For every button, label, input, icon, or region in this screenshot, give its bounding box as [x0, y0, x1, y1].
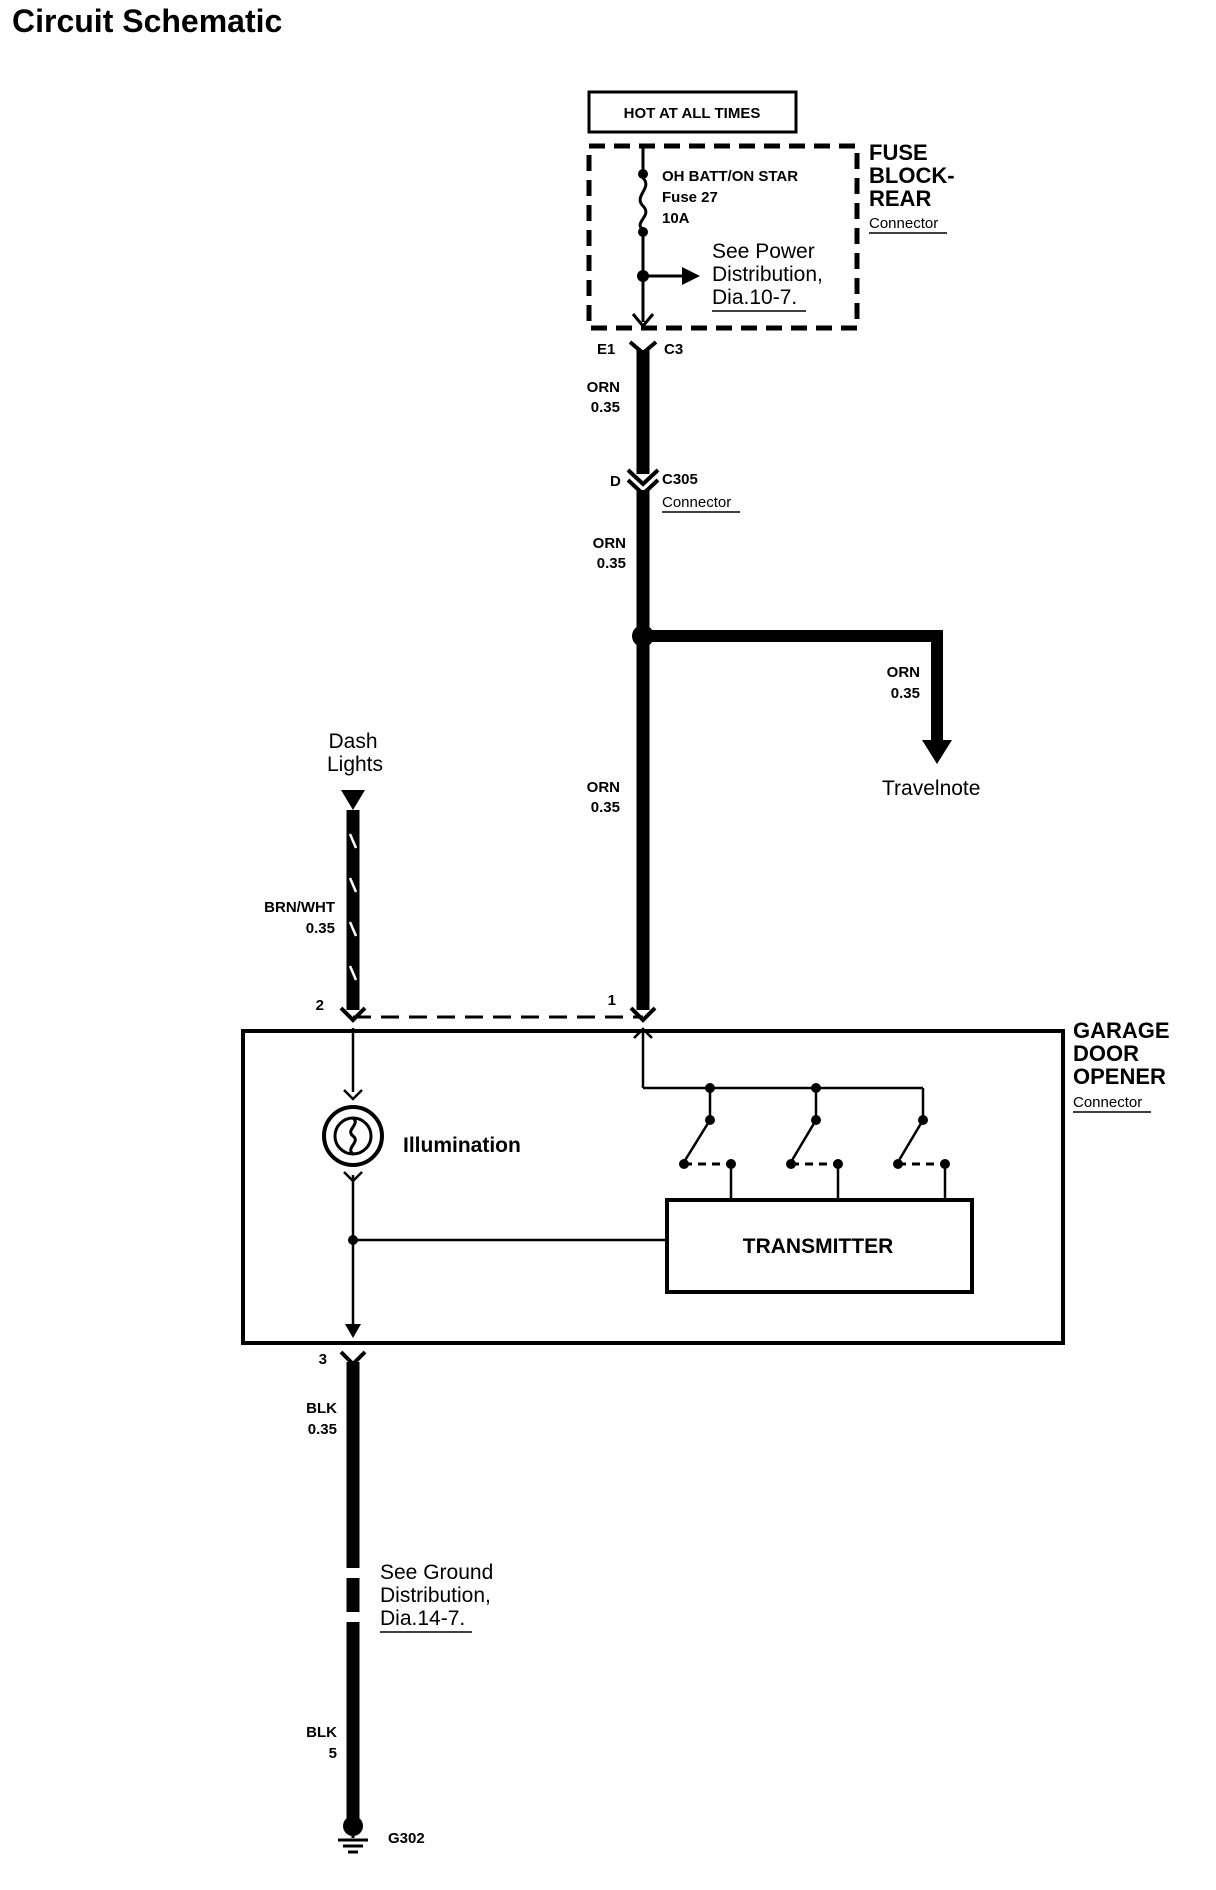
hot-at-all-times-label: HOT AT ALL TIMES — [624, 105, 761, 122]
garage-name-3: OPENER — [1073, 1064, 1166, 1089]
page-title: Circuit Schematic — [12, 3, 282, 39]
garage-name-1: GARAGE — [1073, 1018, 1170, 1043]
garage-type: Connector — [1073, 1094, 1142, 1111]
illumination-circuit — [322, 1028, 384, 1332]
garage-pin-3: 3 — [319, 1351, 327, 1368]
ground-name: G302 — [388, 1830, 425, 1847]
see-ground-line-3: Dia.14-7. — [380, 1607, 465, 1630]
wire-3-color: ORN — [587, 779, 620, 796]
switch-3 — [893, 1088, 950, 1200]
pin-1-symbol — [629, 1006, 657, 1023]
wire-1-size: 0.35 — [591, 399, 620, 416]
illumination-label: Illumination — [403, 1134, 521, 1157]
c305-pin: D — [610, 473, 621, 490]
fuse-block-name-3: REAR — [869, 186, 931, 211]
transmitter-label: TRANSMITTER — [743, 1235, 894, 1258]
garage-pin-1: 1 — [608, 992, 616, 1009]
wire-2-size: 0.35 — [597, 555, 626, 572]
see-power-line-2: Distribution, — [712, 263, 823, 286]
switch-2 — [786, 1083, 843, 1200]
fuse-rating: 10A — [662, 210, 690, 227]
wire-3-size: 0.35 — [591, 799, 620, 816]
see-ground-line-2: Distribution, — [380, 1584, 491, 1607]
garage-name-2: DOOR — [1073, 1041, 1139, 1066]
travelnote-arrow — [922, 740, 952, 764]
orn-wire-travelnote — [643, 630, 943, 742]
hot-at-all-times-box: HOT AT ALL TIMES — [587, 90, 798, 134]
dash-lights-line-2: Lights — [327, 753, 383, 776]
wire-7-color: BLK — [306, 1724, 337, 1741]
wire-4-size: 0.35 — [891, 685, 920, 702]
travelnote-label: Travelnote — [882, 777, 980, 800]
switch-feed — [633, 1027, 923, 1090]
dash-lights-arrow — [341, 790, 365, 810]
c305-type: Connector — [662, 494, 731, 511]
garage-door-opener-box — [241, 1029, 1065, 1345]
see-ground-line-1: See Ground — [380, 1561, 493, 1584]
fuse-block-type: Connector — [869, 215, 938, 232]
pin-2-symbol — [339, 1006, 367, 1023]
fuse-block-name-2: BLOCK- — [869, 163, 955, 188]
wire-7-size: 5 — [329, 1745, 337, 1762]
fuse-number: Fuse 27 — [662, 189, 718, 206]
see-power-line-1: See Power — [712, 240, 815, 263]
garage-pin-2: 2 — [316, 997, 324, 1014]
fuse-block-outline — [586, 143, 860, 331]
fuse-name: OH BATT/ON STAR — [662, 168, 798, 185]
wire-6-color: BLK — [306, 1400, 337, 1417]
see-power-line-3: Dia.10-7. — [712, 286, 797, 309]
brn-wht-stripes — [348, 833, 358, 981]
wire-2-color: ORN — [593, 535, 626, 552]
wire-5-size: 0.35 — [306, 920, 335, 937]
fuse-block-connector: C3 — [664, 341, 683, 358]
pin-3-internal-arrow — [345, 1324, 361, 1338]
wire-5-color: BRN/WHT — [264, 899, 335, 916]
fuse-block-name-1: FUSE — [869, 140, 928, 165]
transmitter-box — [665, 1198, 974, 1294]
wire-1-color: ORN — [587, 379, 620, 396]
switch-1 — [679, 1083, 736, 1200]
fuse-block-pin: E1 — [597, 341, 615, 358]
wire-4-color: ORN — [887, 664, 920, 681]
c305-name: C305 — [662, 471, 698, 488]
wire-6-size: 0.35 — [308, 1421, 337, 1438]
ground-symbol — [338, 1816, 368, 1854]
dash-lights-line-1: Dash — [328, 730, 377, 753]
fuse-27 — [631, 146, 700, 329]
